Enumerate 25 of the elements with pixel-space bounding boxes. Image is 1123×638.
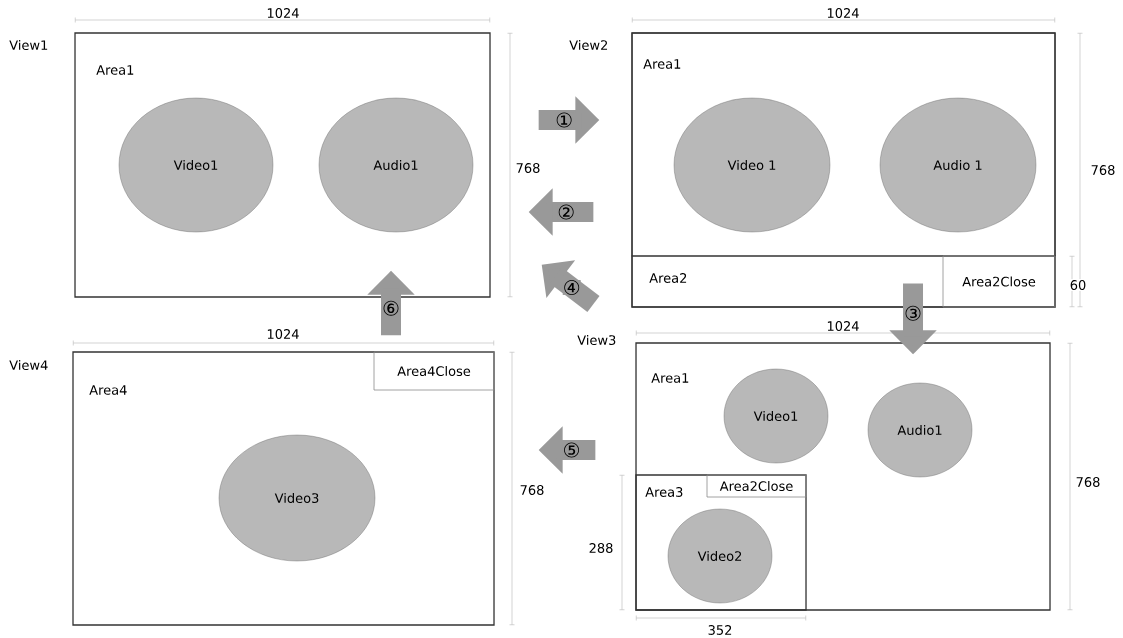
step-number: ④ — [562, 280, 581, 295]
dimension-label: 60 — [1068, 279, 1088, 291]
close-box: Area2Close — [706, 474, 807, 498]
dimension-label: 1024 — [265, 328, 301, 340]
area-label: Area4 — [89, 385, 127, 395]
close-box: Area2Close — [942, 255, 1056, 308]
dimension-label: 768 — [518, 484, 546, 496]
view-title: View2 — [569, 39, 608, 51]
dimension-label: 768 — [1074, 476, 1102, 488]
dimension-label: 1024 — [265, 7, 301, 19]
area-label: Area1 — [96, 65, 134, 75]
dimension-label: 288 — [587, 542, 615, 554]
dimension-label: 352 — [706, 624, 734, 636]
area-label: Area3 — [645, 487, 683, 497]
dimension-label: 1024 — [825, 7, 861, 19]
view-title: View4 — [9, 359, 48, 371]
dimension-label: 768 — [1089, 164, 1117, 176]
area-label: Area2 — [649, 273, 687, 283]
view-title: View1 — [9, 39, 48, 51]
close-box: Area4Close — [373, 351, 495, 391]
dimension-label: 1024 — [825, 320, 861, 332]
dimension-label: 768 — [514, 162, 542, 174]
area-label: Area1 — [643, 59, 681, 69]
area-label: Area1 — [651, 373, 689, 383]
view-title: View3 — [577, 334, 616, 346]
